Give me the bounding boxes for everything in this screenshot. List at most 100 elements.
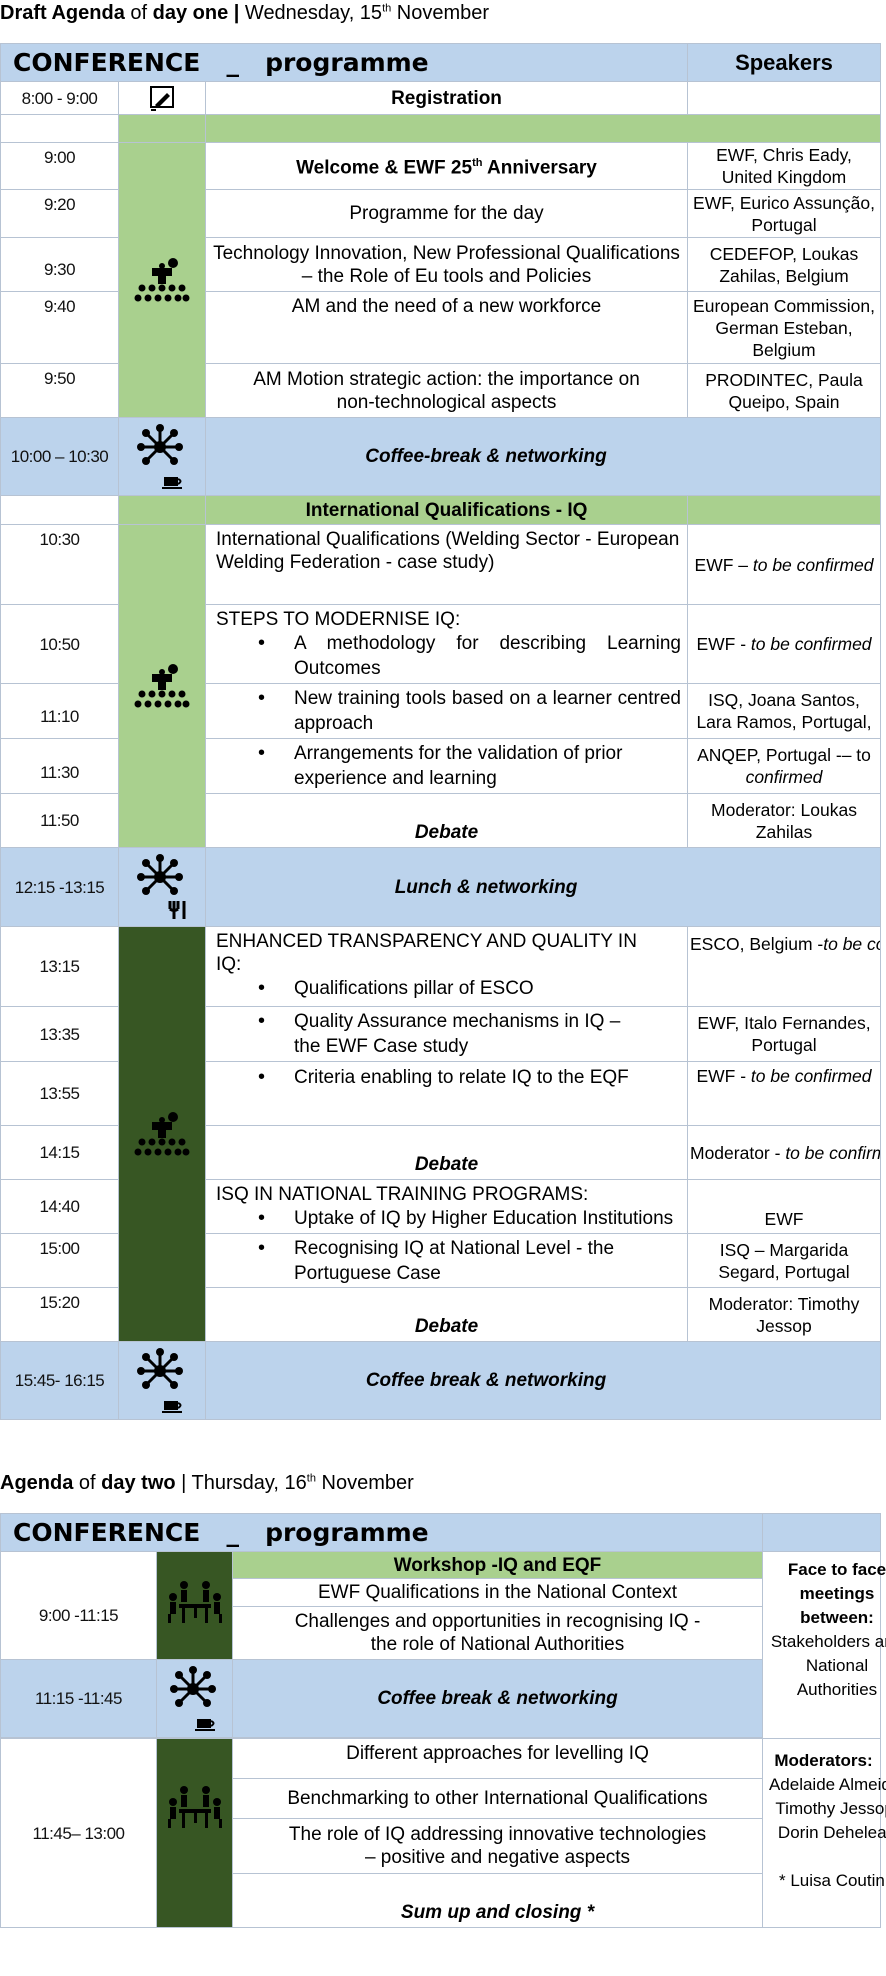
day-one-table: CONFERENCE _ programme Speakers 8:00 - 9… xyxy=(0,43,881,1420)
session-speaker: PRODINTEC, Paula Queipo, Spain xyxy=(687,363,881,418)
bullet-item: A methodology for describing Learning Ou… xyxy=(216,631,681,681)
workshop-item: The role of IQ addressing innovative tec… xyxy=(232,1818,763,1874)
session-title: Quality Assurance mechanisms in IQ – the… xyxy=(205,1006,688,1062)
bullet-item: New training tools based on a learner ce… xyxy=(216,686,681,736)
bullet-item: Recognising IQ at National Level - the P… xyxy=(216,1236,681,1286)
workshop-item: Different approaches for levelling IQ xyxy=(232,1738,763,1779)
conference-header: CONFERENCE _ programme xyxy=(0,1513,763,1552)
break-time: 12:15 -13:15 xyxy=(0,847,119,927)
break-label: Lunch & networking xyxy=(205,847,881,927)
workshop-item: EWF Qualifications in the National Conte… xyxy=(232,1578,763,1607)
session-title: Programme for the day xyxy=(205,189,688,238)
session-time: 13:55 xyxy=(0,1061,119,1126)
audience-speaker-icon xyxy=(134,664,190,708)
session-title: Welcome & EWF 25th Anniversary xyxy=(205,142,688,190)
session-icon-cell xyxy=(118,142,206,418)
session-speaker: CEDEFOP, Loukas Zahilas, Belgium xyxy=(687,237,881,292)
session-speaker: European Commission, German Esteban, Bel… xyxy=(687,291,881,364)
session-speaker: Moderator: Timothy Jessop xyxy=(687,1287,881,1342)
registration-icon-cell xyxy=(118,81,206,115)
registration-label: Registration xyxy=(205,81,688,115)
session-speaker: ESCO, Belgium -to be confirmed xyxy=(687,926,881,1007)
conference-header: CONFERENCE _ programme xyxy=(0,43,688,82)
session-title: ISQ IN NATIONAL TRAINING PROGRAMS: Uptak… xyxy=(205,1179,688,1234)
session-title: Debate xyxy=(205,1287,688,1342)
meeting-table-icon xyxy=(167,1580,222,1623)
network-cutlery-icon xyxy=(137,854,186,919)
session-speaker: EWF, Italo Fernandes, Portugal xyxy=(687,1006,881,1062)
bullet-item: Uptake of IQ by Higher Education Institu… xyxy=(216,1206,681,1231)
session-speaker: EWF - to be confirmed xyxy=(687,604,881,684)
session-title: New training tools based on a learner ce… xyxy=(205,683,688,739)
network-coffee-icon xyxy=(169,1665,216,1731)
session-time: 13:35 xyxy=(0,1006,119,1062)
session-title: Technology Innovation, New Professional … xyxy=(205,237,688,292)
workshop-item: Benchmarking to other International Qual… xyxy=(232,1778,763,1819)
session-time: 11:30 xyxy=(0,738,119,794)
workshop-item: Sum up and closing * xyxy=(232,1873,763,1928)
break-time: 10:00 – 10:30 xyxy=(0,417,119,496)
bullet-item: Qualifications pillar of ESCO xyxy=(216,976,681,1001)
session-title: Debate xyxy=(205,1125,688,1180)
bullet-item: Quality Assurance mechanisms in IQ – the… xyxy=(216,1009,681,1059)
session-speaker: EWF - to be confirmed xyxy=(687,1061,881,1126)
speakers-header: Speakers xyxy=(687,43,881,82)
side-note-2: Moderators: Adelaide Almeida, Timothy Je… xyxy=(762,1738,886,1928)
session-title: International Qualifications (Welding Se… xyxy=(205,524,688,605)
session-time: 11:10 xyxy=(0,683,119,739)
day-two-table: CONFERENCE _ programme 9:00 -11:15 Works… xyxy=(0,1513,886,1928)
day-one-title: Draft Agenda of day one | Wednesday, 15t… xyxy=(0,2,490,24)
session-time: 13:15 xyxy=(0,926,119,1007)
session-title: ENHANCED TRANSPARENCY AND QUALITY IN IQ:… xyxy=(205,926,688,1007)
session-title: Arrangements for the validation of prior… xyxy=(205,738,688,794)
registration-pen-icon xyxy=(150,86,174,111)
network-coffee-icon xyxy=(137,423,183,489)
workshop-title: Workshop -IQ and EQF xyxy=(232,1551,763,1579)
session-speaker: ISQ, Joana Santos, Lara Ramos, Portugal, xyxy=(687,683,881,739)
session-time: 9:20 xyxy=(0,189,119,238)
iq-section-title: International Qualifications - IQ xyxy=(205,495,688,525)
session-time: 9:50 xyxy=(0,363,119,418)
session-speaker: EWF – to be confirmed xyxy=(687,524,881,605)
session-speaker: EWF, Chris Eady, United Kingdom xyxy=(687,142,881,190)
session-speaker: EWF xyxy=(687,1179,881,1234)
meeting-table-icon xyxy=(167,1786,222,1828)
session-time: 15:00 xyxy=(0,1233,119,1288)
session-time: 10:30 xyxy=(0,524,119,605)
session-time: 15:20 xyxy=(0,1287,119,1342)
audience-speaker-icon xyxy=(134,258,190,302)
session-speaker: ISQ – Margarida Segard, Portugal xyxy=(687,1233,881,1288)
block-time: 9:00 -11:15 xyxy=(0,1551,157,1660)
audience-speaker-icon xyxy=(134,1112,190,1156)
block-time: 11:45– 13:00 xyxy=(0,1738,157,1928)
side-note-1: Face to face meetings between: Stakehold… xyxy=(762,1551,886,1739)
session-title: Debate xyxy=(205,793,688,848)
break-label: Coffee break & networking xyxy=(205,1341,881,1420)
session-time: 14:15 xyxy=(0,1125,119,1180)
session-title: AM and the need of a new workforce xyxy=(205,291,688,364)
session-speaker: Moderator: Loukas Zahilas xyxy=(687,793,881,848)
session-time: 10:50 xyxy=(0,604,119,684)
workshop-item: Challenges and opportunities in recognis… xyxy=(232,1606,763,1660)
session-time: 14:40 xyxy=(0,1179,119,1234)
break-time: 15:45- 16:15 xyxy=(0,1341,119,1420)
network-coffee-icon xyxy=(137,1347,183,1413)
bullet-item: Arrangements for the validation of prior… xyxy=(216,741,681,791)
session-time: 9:30 xyxy=(0,237,119,292)
session-title: AM Motion strategic action: the importan… xyxy=(205,363,688,418)
session-time: 11:50 xyxy=(0,793,119,848)
break-time: 11:15 -11:45 xyxy=(0,1659,157,1738)
session-title: Recognising IQ at National Level - the P… xyxy=(205,1233,688,1288)
registration-time: 8:00 - 9:00 xyxy=(0,81,119,115)
break-label: Coffee break & networking xyxy=(232,1659,763,1738)
session-speaker: Moderator - to be confirmed xyxy=(687,1125,881,1180)
session-speaker: EWF, Eurico Assunção, Portugal xyxy=(687,189,881,238)
session-title: STEPS TO MODERNISE IQ: A methodology for… xyxy=(205,604,688,684)
day-two-title: Agenda of day two | Thursday, 16th Novem… xyxy=(0,1472,414,1494)
session-time: 9:40 xyxy=(0,291,119,364)
bullet-item: Criteria enabling to relate IQ to the EQ… xyxy=(216,1065,681,1090)
session-time: 9:00 xyxy=(0,142,119,190)
session-title: Criteria enabling to relate IQ to the EQ… xyxy=(205,1061,688,1126)
break-label: Coffee-break & networking xyxy=(205,417,881,496)
